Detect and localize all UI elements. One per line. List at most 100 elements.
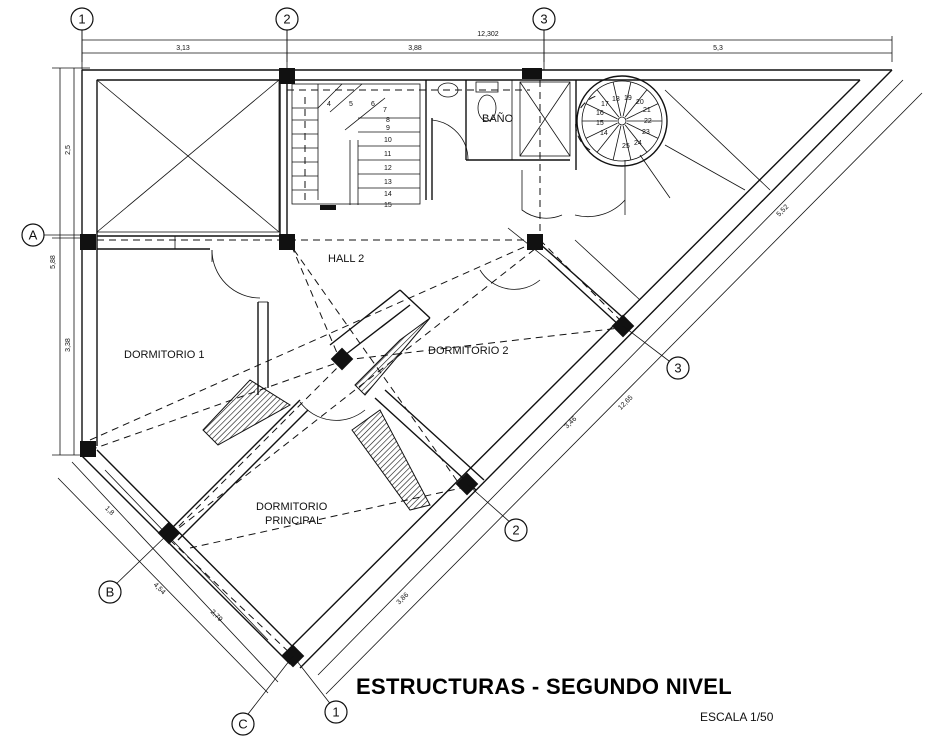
spiral-step-line	[626, 103, 659, 120]
svg-text:C: C	[238, 716, 247, 731]
svg-text:2: 2	[283, 11, 290, 26]
spiral-step-number: 23	[642, 129, 650, 136]
column	[80, 234, 96, 250]
dim-diag-b: 3,46	[564, 416, 579, 431]
dim-top-3: 5,3	[713, 45, 723, 52]
spiral-step-number: 22	[644, 118, 652, 125]
hatched-walls	[202, 317, 431, 511]
spiral-step-number: 16	[596, 110, 604, 117]
axis-bubble-row-b: B	[98, 580, 122, 604]
room-label-dormitorio-1: DORMITORIO 1	[124, 349, 204, 361]
axis-bubbles: 1 2 3 A B C 1 2	[21, 7, 690, 736]
column	[527, 234, 543, 250]
axis-bubble-row-c: C	[231, 712, 255, 736]
spiral-step-number: 17	[601, 101, 609, 108]
drawing-title: ESTRUCTURAS - SEGUNDO NIVEL	[356, 674, 733, 699]
spiral-step-line	[622, 81, 632, 117]
spiral-step-number: 21	[643, 107, 651, 114]
spiral-step-line	[585, 103, 618, 120]
stair-step-numbers: 4 5 6 7 8 9 10 11 12 13 14 15	[327, 101, 392, 209]
spiral-step-line	[612, 81, 622, 117]
room-label-principal-line-1: DORMITORIO	[256, 501, 328, 513]
spiral-step-line	[622, 125, 632, 161]
left-dimension-chain: 2,5 5,88 3,38	[50, 67, 90, 456]
outer-walls	[57, 69, 923, 695]
dim-left-1: 2,5	[65, 145, 72, 155]
spiral-step-line	[626, 122, 659, 139]
svg-text:A: A	[29, 227, 38, 242]
stair-step-number: 5	[349, 101, 353, 108]
spiral-step-numbers: 18 19 17 20 16 21 22 23 24 15 25 14	[596, 95, 652, 150]
column	[522, 68, 542, 79]
axis-bubble-diag-1: 1	[324, 700, 348, 724]
axis-bubble-row-a: A	[21, 223, 45, 247]
staircase: 4 5 6 7 8 9 10 11 12 13 14 15	[291, 83, 421, 210]
dim-top-2: 3,88	[408, 45, 422, 52]
dim-left-2: 3,38	[65, 338, 72, 352]
spiral-step-number: 20	[636, 99, 644, 106]
axis-bubble-col-3: 3	[532, 7, 556, 31]
roof-lines	[639, 89, 771, 199]
beam-lines	[89, 79, 621, 656]
svg-text:3: 3	[674, 360, 681, 375]
room-label-principal-line-2: PRINCIPAL	[265, 515, 322, 527]
stair-step-number: 11	[384, 151, 391, 158]
dim-bottom-b: 4,54	[152, 582, 167, 597]
column	[279, 234, 295, 250]
stair-step-number: 10	[384, 137, 392, 144]
stair-step-number: 12	[384, 165, 392, 172]
svg-text:1: 1	[332, 704, 339, 719]
toilet-bowl-icon	[477, 94, 497, 122]
column	[330, 347, 354, 371]
dim-total-top: 12,302	[477, 31, 499, 38]
axis-bubble-col-2: 2	[275, 7, 299, 31]
spiral-step-line	[624, 124, 648, 153]
axis-bubble-col-1: 1	[70, 7, 94, 31]
spiral-step-number: 24	[634, 140, 642, 147]
svg-text:B: B	[106, 584, 115, 599]
interior-walls	[96, 79, 641, 541]
top-dimension-chain: 12,302 3,13 3,88 5,3	[81, 28, 893, 62]
dim-left-total: 5,88	[50, 255, 57, 269]
spiral-step-line	[585, 122, 618, 139]
room-label-bano: BAÑO	[482, 112, 514, 125]
stair-step-number: 8	[386, 117, 390, 124]
room-label-hall: HALL 2	[328, 253, 364, 265]
spiral-step-line	[596, 89, 620, 118]
svg-text:1: 1	[78, 11, 85, 26]
spiral-step-number: 19	[624, 95, 632, 102]
column	[80, 441, 96, 457]
dim-top-1: 3,13	[176, 45, 190, 52]
spiral-step-number: 15	[596, 120, 604, 127]
stair-step-number: 15	[384, 202, 392, 209]
spiral-step-line	[624, 89, 648, 118]
stair-step-number: 14	[384, 191, 392, 198]
stair-step-number: 13	[384, 179, 392, 186]
svg-text:3: 3	[540, 11, 547, 26]
axis-bubble-diag-2: 2	[504, 518, 528, 542]
room-labels: HALL 2 BAÑO DORMITORIO 1 DORMITORIO 2 DO…	[124, 112, 514, 527]
dim-diag-c: 12,65	[617, 394, 634, 411]
stair-step-number: 4	[327, 101, 331, 108]
spiral-staircase: 18 19 17 20 16 21 22 23 24 15 25 14	[575, 75, 668, 167]
dim-bottom-a: 1,8	[103, 505, 115, 517]
columns	[80, 68, 635, 668]
stair-step-number: 6	[371, 101, 375, 108]
drawing-title-block: ESTRUCTURAS - SEGUNDO NIVEL	[356, 674, 796, 700]
drawing-scale: ESCALA 1/50	[700, 710, 774, 724]
spiral-step-number: 14	[600, 130, 608, 137]
axis-bubble-diag-3: 3	[666, 356, 690, 380]
svg-text:2: 2	[512, 522, 519, 537]
spiral-step-line	[612, 125, 622, 161]
spiral-step-number: 25	[622, 143, 630, 150]
toilet-tank-icon	[475, 81, 499, 93]
spiral-step-line	[596, 124, 620, 153]
stair-step-number: 9	[386, 125, 390, 132]
room-label-dormitorio-2: DORMITORIO 2	[428, 345, 508, 357]
stair-step-number: 7	[383, 107, 387, 114]
shower-icon	[519, 81, 571, 157]
doors	[211, 119, 626, 421]
column	[279, 68, 295, 84]
spiral-step-number: 18	[612, 96, 620, 103]
